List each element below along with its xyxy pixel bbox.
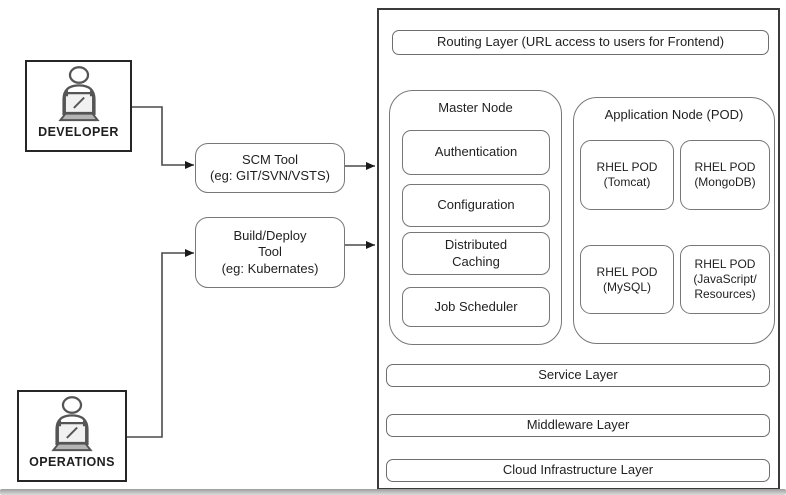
- platform-container: Routing Layer (URL access to users for F…: [377, 8, 780, 490]
- build-tool-example: (eg: Kubernates): [221, 260, 319, 276]
- developer-box: DEVELOPER: [25, 60, 132, 152]
- master-component-job-scheduler: Job Scheduler: [402, 287, 550, 327]
- master-component-distributed-caching: Distributed Caching: [402, 232, 550, 275]
- middleware-layer: Middleware Layer: [386, 414, 770, 437]
- scm-tool-name: SCM Tool: [241, 151, 299, 167]
- cloud-infrastructure-layer: Cloud Infrastructure Layer: [386, 459, 770, 482]
- build-deploy-tool-node: Build/Deploy Tool (eg: Kubernates): [195, 217, 345, 288]
- service-layer: Service Layer: [386, 364, 770, 387]
- scm-tool-node: SCM Tool (eg: GIT/SVN/VSTS): [195, 143, 345, 193]
- operations-box: OPERATIONS: [17, 390, 127, 482]
- screenshot-bottom-shadow: [0, 489, 786, 495]
- pod-mongodb: RHEL POD (MongoDB): [680, 140, 770, 210]
- pod-js-line1: RHEL POD: [694, 257, 756, 271]
- pod-js-line2: (JavaScript/: [693, 272, 757, 286]
- developer-person-laptop-icon: [57, 66, 100, 122]
- cloud-infrastructure-layer-label: Cloud Infrastructure Layer: [502, 462, 654, 478]
- service-layer-label: Service Layer: [538, 367, 618, 383]
- arrow-developer-to-scm: [132, 106, 194, 169]
- pod-tomcat: RHEL POD (Tomcat): [580, 140, 674, 210]
- distributed-caching-label: Distributed Caching: [444, 237, 508, 269]
- pod-mysql: RHEL POD (MySQL): [580, 245, 674, 314]
- pod-tomcat-line2: (Tomcat): [603, 175, 651, 189]
- arrow-operations-to-build: [127, 249, 194, 438]
- routing-layer: Routing Layer (URL access to users for F…: [392, 30, 769, 55]
- build-tool-name-line1: Build/Deploy: [233, 228, 307, 244]
- authentication-label: Authentication: [434, 144, 518, 160]
- operations-person-laptop-icon: [51, 396, 93, 452]
- application-node-title: Application Node (POD): [604, 107, 744, 122]
- master-component-configuration: Configuration: [402, 184, 550, 227]
- master-component-authentication: Authentication: [402, 130, 550, 175]
- pod-mysql-line1: RHEL POD: [596, 264, 658, 279]
- pod-mongodb-line2: (MongoDB): [694, 175, 756, 189]
- operations-label: OPERATIONS: [29, 455, 115, 469]
- pod-mongodb-line1: RHEL POD: [694, 160, 756, 174]
- job-scheduler-label: Job Scheduler: [434, 298, 518, 314]
- developer-label: DEVELOPER: [38, 125, 119, 139]
- pod-js-line3: Resources): [694, 287, 756, 301]
- build-tool-name-line2: Tool: [258, 244, 282, 260]
- pod-javascript-resources: RHEL POD (JavaScript/ Resources): [680, 245, 770, 314]
- pod-mysql-line2: (MySQL): [603, 279, 651, 294]
- routing-layer-label: Routing Layer (URL access to users for F…: [436, 34, 725, 50]
- master-node-title: Master Node: [438, 100, 513, 115]
- middleware-layer-label: Middleware Layer: [526, 417, 630, 433]
- pod-tomcat-line1: RHEL POD: [596, 160, 658, 174]
- configuration-label: Configuration: [437, 197, 515, 213]
- scm-tool-example: (eg: GIT/SVN/VSTS): [210, 168, 330, 183]
